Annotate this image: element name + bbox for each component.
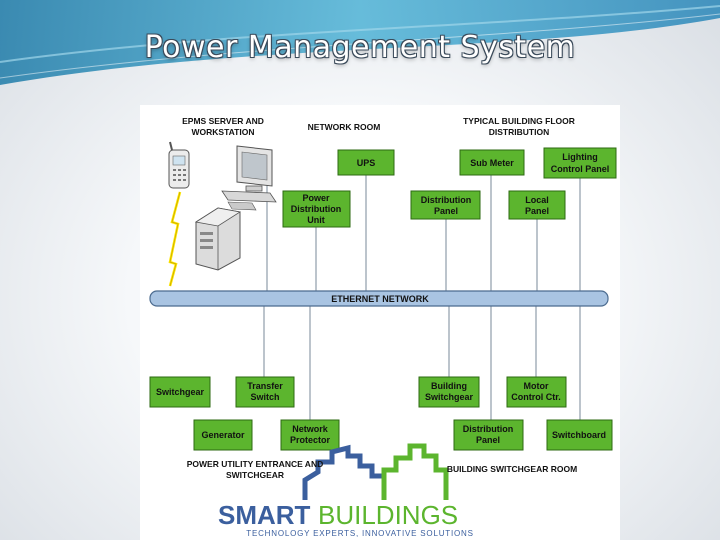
header-swoosh (0, 0, 720, 85)
label-network-room: NETWORK ROOM (308, 122, 381, 132)
sub-meter-box: Sub Meter (459, 149, 525, 176)
network-protector-box: Network Protector (280, 419, 340, 451)
svg-text:Power: Power (302, 193, 330, 203)
svg-text:Panel: Panel (525, 206, 549, 216)
local-panel-box: Local Panel (508, 190, 566, 220)
svg-text:Panel: Panel (476, 435, 500, 445)
label-epms-2: WORKSTATION (192, 127, 255, 137)
lighting-control-panel-box: Lighting Control Panel (543, 147, 617, 179)
svg-text:Sub Meter: Sub Meter (470, 158, 514, 168)
diagram-panel (140, 105, 620, 540)
workstation-icon (221, 145, 277, 211)
logo-word-buildings: BUILDINGS (318, 500, 458, 530)
motor-control-ctr-box: Motor Control Ctr. (506, 376, 567, 408)
svg-text:Distribution: Distribution (463, 424, 514, 434)
logo-skyline (302, 443, 449, 500)
label-switchgear-room: BUILDING SWITCHGEAR ROOM (447, 464, 577, 474)
generator-box: Generator (193, 419, 253, 451)
label-floor-2: DISTRIBUTION (489, 127, 549, 137)
svg-text:Unit: Unit (307, 215, 325, 225)
svg-text:Control Ctr.: Control Ctr. (511, 392, 561, 402)
distribution-panel-bottom-box: Distribution Panel (453, 419, 524, 451)
label-floor-1: TYPICAL BUILDING FLOOR (463, 116, 575, 126)
phone-icon (168, 141, 190, 189)
ups-box: UPS (337, 149, 395, 176)
svg-text:Generator: Generator (201, 430, 245, 440)
svg-text:Network: Network (292, 424, 329, 434)
switchgear-box: Switchgear (149, 376, 211, 408)
svg-text:Transfer: Transfer (247, 381, 283, 391)
ethernet-bus (149, 290, 609, 307)
page-title: Power Management System (144, 30, 576, 65)
svg-text:Switch: Switch (250, 392, 279, 402)
label-utility-1: POWER UTILITY ENTRANCE AND (187, 459, 323, 469)
svg-text:Switchboard: Switchboard (552, 430, 606, 440)
svg-text:Switchgear: Switchgear (156, 387, 205, 397)
svg-text:Panel: Panel (434, 206, 458, 216)
svg-text:Motor: Motor (524, 381, 549, 391)
svg-text:Control Panel: Control Panel (551, 164, 610, 174)
svg-text:Protector: Protector (290, 435, 331, 445)
svg-text:Distribution: Distribution (421, 195, 472, 205)
ethernet-bus-label: ETHERNET NETWORK (331, 294, 429, 304)
logo-tagline: TECHNOLOGY EXPERTS, INNOVATIVE SOLUTIONS (246, 529, 473, 538)
building-switchgear-box: Building Switchgear (418, 376, 480, 408)
label-utility-2: SWITCHGEAR (226, 470, 284, 480)
power-distribution-unit-box: Power Distribution Unit (282, 190, 351, 228)
server-icon (194, 207, 242, 271)
logo-word-smart: SMART (218, 500, 311, 530)
svg-text:Local: Local (525, 195, 549, 205)
transfer-switch-box: Transfer Switch (235, 376, 295, 408)
svg-text:Switchgear: Switchgear (425, 392, 474, 402)
distribution-panel-top-box: Distribution Panel (410, 190, 481, 220)
svg-text:Building: Building (431, 381, 467, 391)
label-epms-1: EPMS SERVER AND (182, 116, 264, 126)
svg-text:Distribution: Distribution (291, 204, 342, 214)
lightning-icon (168, 191, 182, 287)
svg-text:UPS: UPS (357, 158, 376, 168)
svg-text:Lighting: Lighting (562, 152, 598, 162)
switchboard-box: Switchboard (546, 419, 613, 451)
